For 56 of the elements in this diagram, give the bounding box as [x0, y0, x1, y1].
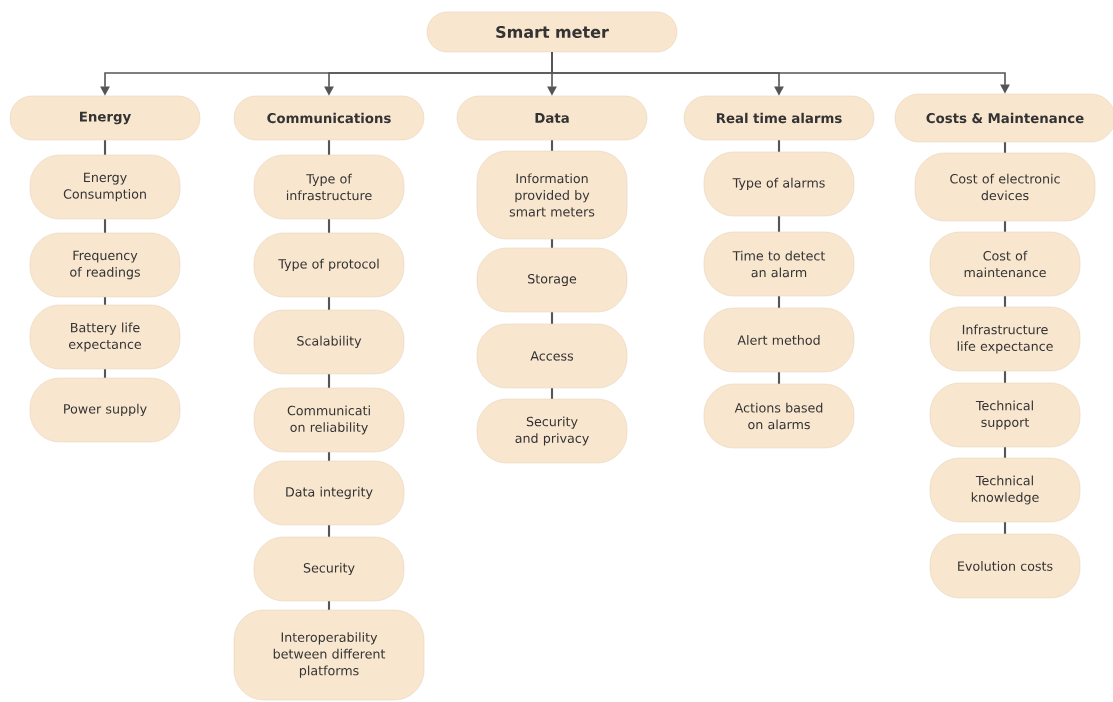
item-box: Scalability	[253, 309, 405, 375]
connector-line	[327, 374, 331, 388]
item-box: Evolution costs	[929, 533, 1081, 599]
item-box: Technical support	[929, 382, 1081, 448]
category-box: Real time alarms	[683, 95, 875, 141]
connector-line	[327, 452, 331, 461]
connector-line	[327, 140, 331, 155]
connector-line	[550, 312, 554, 324]
item-box: Type of protocol	[253, 232, 405, 298]
connector-line	[777, 216, 781, 232]
item-box: Actions based on alarms	[703, 383, 855, 449]
item-box: Battery life expectance	[29, 304, 181, 370]
connector-line	[103, 140, 107, 155]
item-box: Data integrity	[253, 460, 405, 526]
connector-line	[103, 369, 107, 378]
category-box: Costs & Maintenance	[894, 93, 1113, 143]
item-box: Storage	[476, 247, 628, 313]
item-box: Power supply	[29, 377, 181, 443]
connector-line	[550, 388, 554, 399]
item-box: Communicati on reliability	[253, 387, 405, 453]
item-box: Energy Consumption	[29, 154, 181, 220]
item-box: Security	[253, 536, 405, 602]
connector-line	[550, 239, 554, 248]
item-box: Information provided by smart meters	[476, 150, 628, 240]
connector-line	[327, 601, 331, 610]
connector-line	[1003, 296, 1007, 307]
root-box: Smart meter	[426, 11, 678, 53]
connector-line	[777, 296, 781, 308]
connector-line	[777, 372, 781, 384]
category-box: Energy	[9, 95, 201, 141]
item-box: Interoperability between different platforms	[233, 609, 425, 701]
connector-line	[1003, 221, 1007, 232]
item-box: Frequency of readings	[29, 232, 181, 298]
item-box: Technical knowledge	[929, 457, 1081, 523]
connector-line	[1003, 447, 1007, 458]
connector-line	[1003, 371, 1007, 383]
item-box: Access	[476, 323, 628, 389]
item-box: Type of infrastructure	[253, 154, 405, 220]
connector-line	[777, 140, 781, 152]
connector-line	[550, 140, 554, 151]
connector-line	[327, 219, 331, 233]
connector-line	[103, 297, 107, 305]
category-box: Data	[456, 95, 648, 141]
item-box: Time to detect an alarm	[703, 231, 855, 297]
category-box: Communications	[233, 95, 425, 141]
connector-line	[327, 297, 331, 310]
item-box: Type of alarms	[703, 151, 855, 217]
item-box: Alert method	[703, 307, 855, 373]
item-box: Cost of maintenance	[929, 231, 1081, 297]
item-box: Security and privacy	[476, 398, 628, 464]
connector-line	[1003, 142, 1007, 153]
connector-line	[1003, 522, 1007, 534]
item-box: Infrastructure life expectance	[929, 306, 1081, 372]
connector-line	[327, 525, 331, 537]
item-box: Cost of electronic devices	[914, 152, 1096, 222]
connector-line	[103, 219, 107, 233]
